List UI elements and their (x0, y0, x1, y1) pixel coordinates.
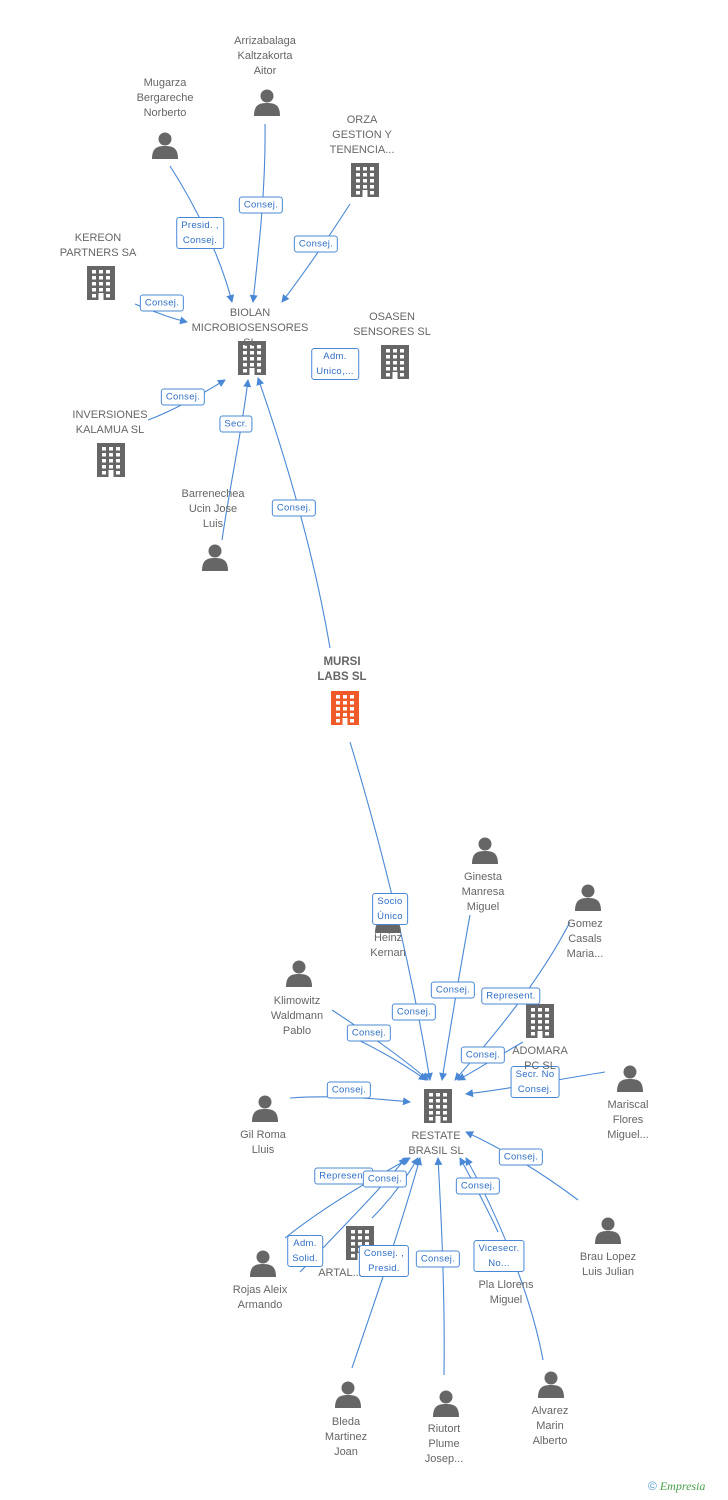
company-icon[interactable] (351, 163, 379, 197)
relation-label[interactable]: Consej. (455, 1177, 501, 1195)
company-name[interactable]: ADOMARA PC SL (512, 1045, 568, 1072)
brand-footer: ©Empresia (648, 1479, 705, 1494)
relation-label[interactable]: Socio Único (372, 893, 408, 925)
person-name[interactable]: Mariscal Flores Miguel... (607, 1099, 649, 1141)
person-name[interactable]: Pla Llorens Miguel (478, 1279, 534, 1306)
person-name[interactable]: Ginesta Manresa Miguel (461, 871, 505, 913)
person-name[interactable]: Gil Roma Lluis (240, 1129, 286, 1156)
relation-label[interactable]: Represent. (314, 1167, 374, 1185)
company-icon[interactable] (97, 443, 125, 477)
relation-label[interactable]: Consej. (498, 1148, 544, 1166)
person-name[interactable]: Barrenechea Ucin Jose Luis (181, 488, 245, 530)
company-icon[interactable] (424, 1089, 452, 1123)
person-name[interactable]: Mugarza Bergareche Norberto (136, 77, 194, 119)
person-icon[interactable] (575, 884, 601, 912)
company-name[interactable]: ARTAL... (318, 1267, 362, 1279)
person-name[interactable]: Heinz Kernan (370, 932, 406, 959)
relation-label[interactable]: Secr. (219, 415, 253, 433)
relation-label[interactable]: Consej. (362, 1170, 408, 1188)
relation-label[interactable]: Consej. (415, 1250, 461, 1268)
person-icon[interactable] (250, 1250, 276, 1278)
person-icon[interactable] (472, 837, 498, 865)
company-name[interactable]: INVERSIONES KALAMUA SL (72, 409, 148, 436)
company-icon[interactable] (381, 345, 409, 379)
company-icon[interactable] (238, 341, 266, 375)
brand-name: Empresia (659, 1479, 706, 1493)
person-icon[interactable] (254, 89, 280, 117)
relation-edge (221, 379, 252, 541)
relation-label[interactable]: Consej. (430, 981, 476, 999)
company-name[interactable]: MURSI LABS SL (317, 656, 367, 683)
relation-edge (347, 1034, 427, 1081)
company-icon[interactable] (526, 1004, 554, 1038)
company-name[interactable]: ORZA GESTION Y TENENCIA... (329, 114, 395, 156)
person-icon[interactable] (433, 1390, 459, 1418)
relation-label[interactable]: Consej. (271, 499, 317, 517)
company-name[interactable]: KEREON PARTNERS SA (59, 232, 137, 259)
person-name[interactable]: Rojas Aleix Armando (232, 1284, 288, 1311)
relation-label[interactable]: Vicesecr. No... (473, 1240, 525, 1272)
relation-label[interactable]: Consej. (326, 1081, 372, 1099)
person-name[interactable]: Riutort Plume Josep... (424, 1423, 464, 1465)
person-name[interactable]: Arrizabalaga Kaltzakorta Aitor (234, 35, 296, 77)
relation-label[interactable]: Adm. Unico,... (311, 348, 359, 380)
relation-edge (459, 1157, 499, 1233)
relation-label[interactable]: Consej. (293, 235, 339, 253)
relation-label[interactable]: Consej. (346, 1024, 392, 1042)
relation-edge (281, 203, 351, 303)
person-icon[interactable] (286, 960, 312, 988)
person-icon[interactable] (595, 1217, 621, 1245)
company-name[interactable]: OSASEN SENSORES SL (353, 311, 431, 338)
person-icon[interactable] (617, 1065, 643, 1093)
person-icon[interactable] (335, 1381, 361, 1409)
person-icon[interactable] (152, 132, 178, 160)
company-name[interactable]: BIOLAN MICROBIOSENSORES SL (191, 307, 309, 349)
company-icon[interactable] (87, 266, 115, 300)
relation-edge (439, 914, 471, 1081)
person-name[interactable]: Bleda Martinez Joan (324, 1416, 368, 1458)
relation-label[interactable]: Presid. , Consej. (176, 217, 224, 249)
relation-label[interactable]: Consej. (160, 388, 206, 406)
relation-label[interactable]: Consej. (238, 196, 284, 214)
copyright-icon: © (648, 1479, 657, 1493)
relation-edge (284, 1157, 411, 1239)
relation-label[interactable]: Consej. (460, 1046, 506, 1064)
relation-label[interactable]: Consej. , Presid. (358, 1245, 410, 1277)
relation-label[interactable]: Consej. (391, 1003, 437, 1021)
person-icon[interactable] (202, 544, 228, 572)
relation-label[interactable]: Adm. Solid. (287, 1235, 323, 1267)
company-name[interactable]: RESTATE BRASIL SL (408, 1130, 464, 1157)
relation-label[interactable]: Secr. No Consej. (510, 1066, 560, 1098)
person-name[interactable]: Klimowitz Waldmann Pablo (270, 995, 324, 1037)
person-icon[interactable] (252, 1095, 278, 1123)
company-icon[interactable] (331, 691, 359, 725)
person-name[interactable]: Alvarez Marin Alberto (531, 1405, 569, 1447)
person-icon[interactable] (538, 1371, 564, 1399)
person-name[interactable]: Brau Lopez Luis Julian (579, 1251, 637, 1278)
relation-label[interactable]: Represent. (481, 987, 541, 1005)
relation-label[interactable]: Consej. (139, 294, 185, 312)
person-name[interactable]: Gomez Casals Maria... (566, 918, 604, 960)
relation-edge (249, 123, 266, 303)
